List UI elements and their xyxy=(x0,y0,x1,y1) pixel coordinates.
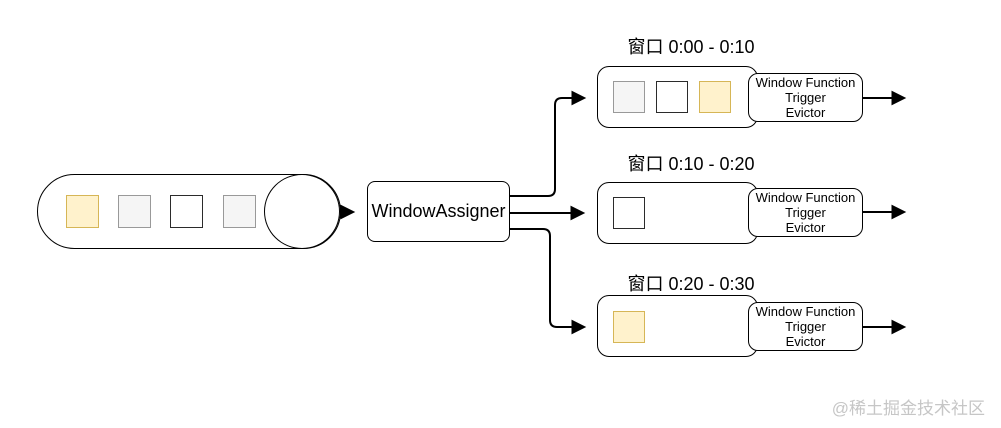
window-3-title: 窗口 0:20 - 0:30 xyxy=(627,274,755,294)
function-label-line: Window Function xyxy=(755,304,856,319)
arrow-assigner-to-window-1 xyxy=(510,90,587,197)
function-label-line: Window Function xyxy=(755,75,856,90)
window-2-title: 窗口 0:10 - 0:20 xyxy=(627,154,755,174)
window-2-event-square xyxy=(613,197,645,229)
watermark-text: @稀土掘金技术社区 xyxy=(831,399,985,418)
window-3-event-square xyxy=(613,311,645,343)
window-assigner-box: WindowAssigner xyxy=(367,181,510,242)
function-label-line: Trigger xyxy=(785,319,826,334)
window-3-function-box: Window Function Trigger Evictor xyxy=(748,302,863,351)
window-1-function-box: Window Function Trigger Evictor xyxy=(748,73,863,122)
window-1-event-square xyxy=(699,81,731,113)
function-label-line: Window Function xyxy=(755,190,856,205)
stream-event-square xyxy=(170,195,203,228)
function-label-line: Evictor xyxy=(785,105,826,120)
stream-event-square xyxy=(66,195,99,228)
function-label-line: Trigger xyxy=(785,205,826,220)
window-1-event-square xyxy=(656,81,688,113)
window-assigner-label: WindowAssigner xyxy=(371,201,506,221)
function-label-line: Evictor xyxy=(785,220,826,235)
function-label-line: Trigger xyxy=(785,90,826,105)
window-2-function-box: Window Function Trigger Evictor xyxy=(748,188,863,237)
stream-event-square xyxy=(223,195,256,228)
window-1-event-square xyxy=(613,81,645,113)
stream-end-circle xyxy=(264,174,340,249)
stream-event-square xyxy=(118,195,151,228)
window-1-title: 窗口 0:00 - 0:10 xyxy=(627,37,755,57)
function-label-line: Evictor xyxy=(785,334,826,349)
arrow-assigner-to-window-3 xyxy=(510,228,587,335)
